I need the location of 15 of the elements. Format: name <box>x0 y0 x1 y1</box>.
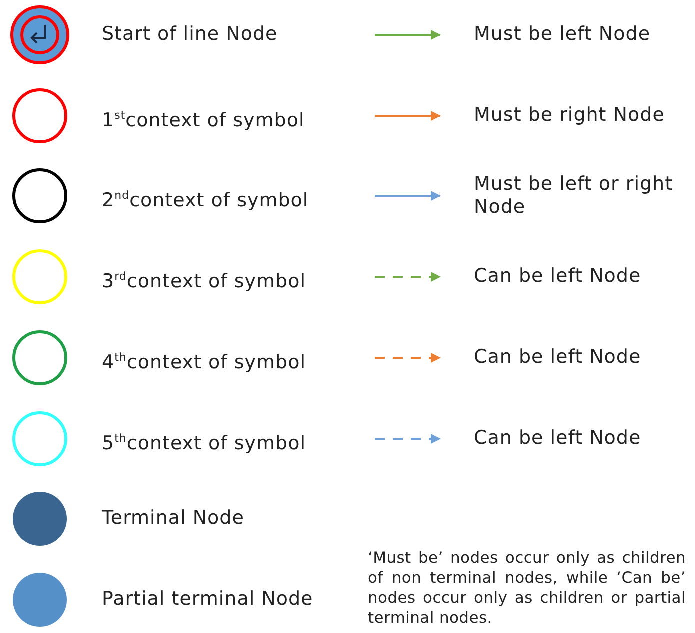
legend-text: Start of line Node <box>102 23 278 46</box>
legend-text: 2$^{nd}$context of symbol <box>102 188 309 213</box>
legend-text: Can be left Node <box>474 426 642 450</box>
legend-text: Can be left Node <box>474 265 642 288</box>
legend-text: 1$^{st}$context of symbol <box>102 108 305 132</box>
legend-text: 5$^{th}$context of symbol <box>102 430 306 455</box>
note-text: ‘Must be’ nodes occur only as children of non terminal nodes, while ‘Can be’ nodes occur only as children or partial terminal nodes. <box>368 548 686 628</box>
legend-text: Must be right Node <box>474 104 666 127</box>
legend-text: Must be left or right Node <box>474 173 674 220</box>
legend-text: 3$^{rd}$context of symbol <box>102 269 306 294</box>
legend-text: Can be left Node <box>474 346 642 369</box>
legend-text: Must be left Node <box>474 23 652 46</box>
legend-text: Terminal Node <box>102 507 244 530</box>
legend-text: 4$^{th}$context of symbol <box>102 350 306 374</box>
legend-text: Partial terminal Node <box>102 588 314 611</box>
